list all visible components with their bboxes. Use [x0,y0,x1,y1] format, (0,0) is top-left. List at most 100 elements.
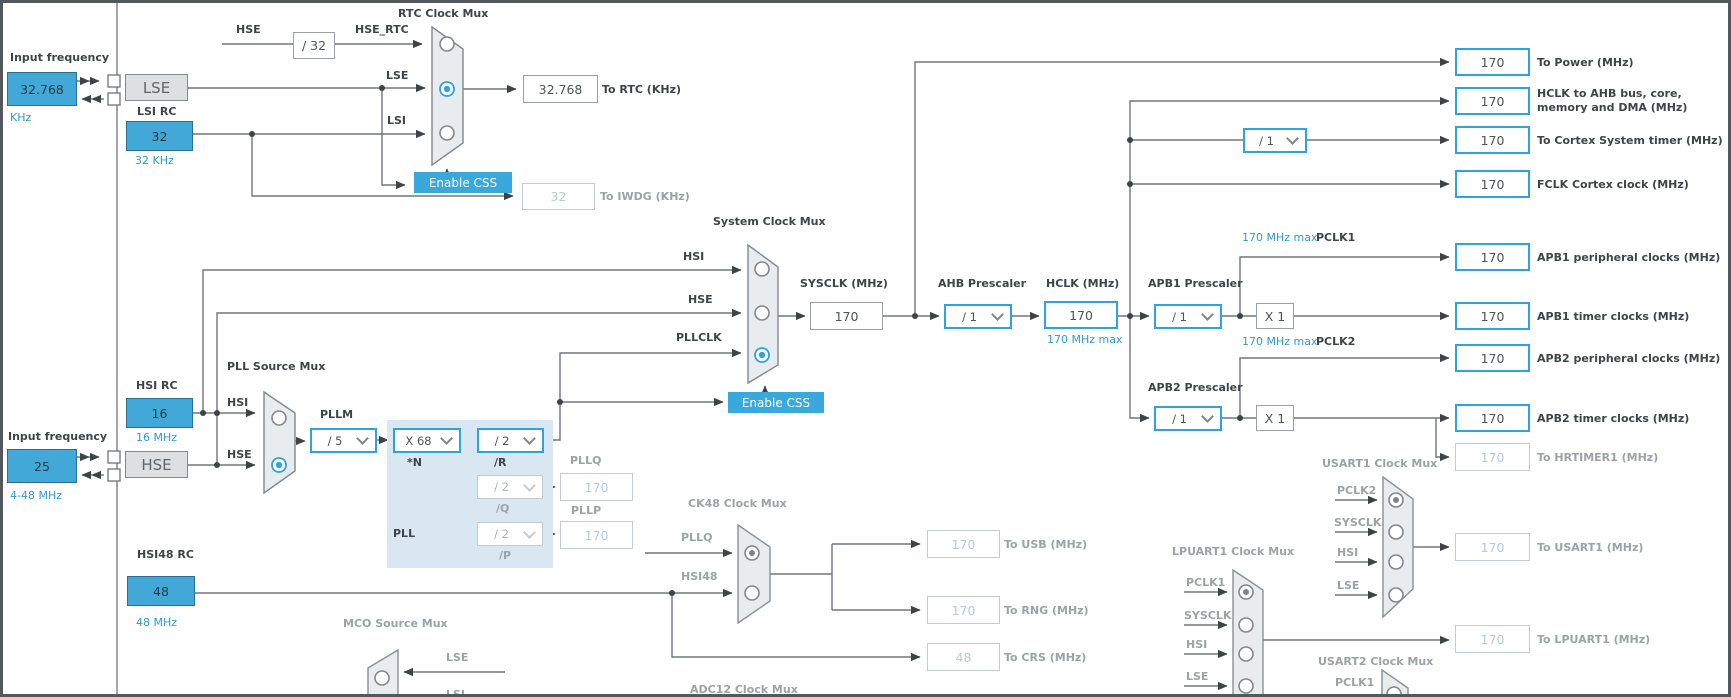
hsi-rc-label: HSI RC [136,379,178,392]
hse-input-frequency-label: Input frequency [8,430,108,443]
apb1-timer-value[interactable]: 170 [1455,302,1530,330]
lse-oscillator-box[interactable]: LSE [125,74,188,101]
rtc-enable-css-button[interactable]: Enable CSS [414,172,512,193]
pllq-div-label: /Q [496,502,510,515]
hclk-ahb-label: HCLK to AHB bus, core, memory and DMA (M… [1537,87,1688,114]
hclk-max-label: 170 MHz max [1047,333,1123,346]
sysmux-hsi-label: HSI [683,250,705,263]
hsi-rc-freq: 16 MHz [136,431,178,444]
apb1-periph-value[interactable]: 170 [1455,243,1530,271]
to-iwdg-label: To IWDG (KHz) [600,190,690,203]
lpuart1-clock-mux-title: LPUART1 Clock Mux [1172,545,1295,558]
pclk2-label: PCLK2 [1316,335,1356,348]
usart2-clock-mux-title: USART2 Clock Mux [1318,655,1434,668]
sys-enable-css-button[interactable]: Enable CSS [728,392,824,413]
rtc-clock-mux [431,25,464,167]
pllq-dropdown-value: / 2 [494,480,509,494]
lpuart1-mux-radio-lse [1238,678,1254,694]
ck48-clock-mux-title: CK48 Clock Mux [688,497,787,510]
rtc-mux-radio-lse-dot [443,85,451,93]
ck48-clock-mux [737,523,771,625]
ahb-prescaler-dropdown[interactable]: / 1 [944,304,1012,329]
pllq-out-value: 170 [560,473,633,501]
plln-dropdown[interactable]: X 68 [393,428,461,453]
pllp-div-label: /P [499,549,512,562]
cortex-prescaler-dropdown[interactable]: / 1 [1243,128,1307,153]
apb2-timer-value[interactable]: 170 [1455,404,1530,432]
wire-junctions [200,85,1243,596]
mco-lse-label: LSE [446,651,469,664]
sys-mux-radio-hsi[interactable] [754,261,770,277]
apb1-timer-multiplier: X 1 [1256,303,1294,329]
sysmux-hse-label: HSE [688,293,713,306]
pll-source-mux [263,390,296,495]
hsi48-rc-value: 48 [127,576,195,606]
lse-input-frequency-value[interactable]: 32.768 [7,72,77,106]
hse-oscillator-box[interactable]: HSE [125,451,188,478]
usart1-lse-label: LSE [1337,579,1360,592]
usart1-mux-radio-hsi [1388,554,1404,570]
adc12-clock-mux-title: ADC12 Clock Mux [690,683,798,696]
cortex-timer-value[interactable]: 170 [1455,126,1530,154]
pll-block-label: PLL [393,527,416,540]
sys-mux-radio-hse[interactable] [754,305,770,321]
lpuart1-out-label: To LPUART1 (MHz) [1537,633,1651,646]
hsi-rc-value: 16 [126,398,193,428]
to-power-value[interactable]: 170 [1455,48,1530,76]
system-clock-mux-title: System Clock Mux [713,215,826,228]
usart1-sysclk-label: SYSCLK [1334,516,1382,529]
fclk-value[interactable]: 170 [1455,170,1530,198]
apb2-timer-label: APB2 timer clocks (MHz) [1537,412,1690,425]
crs-label: To CRS (MHz) [1004,651,1087,664]
lpuart1-mux-radio-sysclk [1238,617,1254,633]
mco-lsi-label: LSI [446,688,466,697]
lpuart1-out-value: 170 [1455,625,1530,653]
plln-dropdown-value: X 68 [405,433,432,448]
rtc-hse-divider-box: / 32 [293,32,335,59]
pllr-dropdown[interactable]: / 2 [477,428,544,453]
pllm-label: PLLM [320,408,354,421]
sysclk-value[interactable]: 170 [810,302,883,330]
hclk-label: HCLK (MHz) [1046,277,1120,290]
pllm-dropdown[interactable]: / 5 [310,428,377,453]
ahb-prescaler-label: AHB Prescaler [938,277,1027,290]
usart1-out-label: To USART1 (MHz) [1537,541,1644,554]
fclk-label: FCLK Cortex clock (MHz) [1537,178,1689,191]
chevron-down-icon [1201,410,1214,423]
ck48-mux-radio-hsi48 [744,585,760,601]
usart1-mux-radio-pclk2-dot [1393,497,1399,503]
apb2-periph-value[interactable]: 170 [1455,344,1530,372]
plln-mult-label: *N [407,456,422,469]
pclk2-max-label: 170 MHz max [1242,335,1318,348]
pllmux-hse-label: HSE [227,448,252,461]
apb1-prescaler-dropdown[interactable]: / 1 [1154,304,1222,329]
usb-label: To USB (MHz) [1004,538,1088,551]
rtc-mux-radio-hse-rtc[interactable] [439,36,455,52]
usart1-mux-radio-sysclk [1388,524,1404,540]
rtc-mux-radio-lsi[interactable] [439,125,455,141]
ahb-prescaler-value: / 1 [962,309,977,324]
apb1-timer-label: APB1 timer clocks (MHz) [1537,310,1690,323]
system-clock-mux [747,243,779,385]
rtc-lsi-signal-label: LSI [387,114,407,127]
pclk1-max-label: 170 MHz max [1242,231,1318,244]
pllq-dropdown: / 2 [477,475,543,499]
usart1-hsi-label: HSI [1337,546,1359,559]
rtc-clock-mux-title: RTC Clock Mux [398,7,489,20]
lsi-rc-freq: 32 KHz [135,154,174,167]
usb-value: 170 [927,530,1000,558]
hclk-value[interactable]: 170 [1044,301,1118,329]
hrtimer1-label: To HRTIMER1 (MHz) [1537,451,1659,464]
pll-mux-radio-hsi[interactable] [271,410,287,426]
hse-input-frequency-value[interactable]: 25 [7,449,77,483]
apb2-prescaler-value: / 1 [1172,411,1187,426]
mco-mux-radio-lse [374,670,390,686]
usart1-clock-mux-title: USART1 Clock Mux [1322,457,1438,470]
pllr-dropdown-value: / 2 [494,433,510,448]
pll-source-mux-title: PLL Source Mux [227,360,326,373]
usart1-clock-mux [1382,475,1414,619]
hclk-ahb-value[interactable]: 170 [1455,87,1530,115]
apb2-prescaler-dropdown[interactable]: / 1 [1154,406,1222,431]
